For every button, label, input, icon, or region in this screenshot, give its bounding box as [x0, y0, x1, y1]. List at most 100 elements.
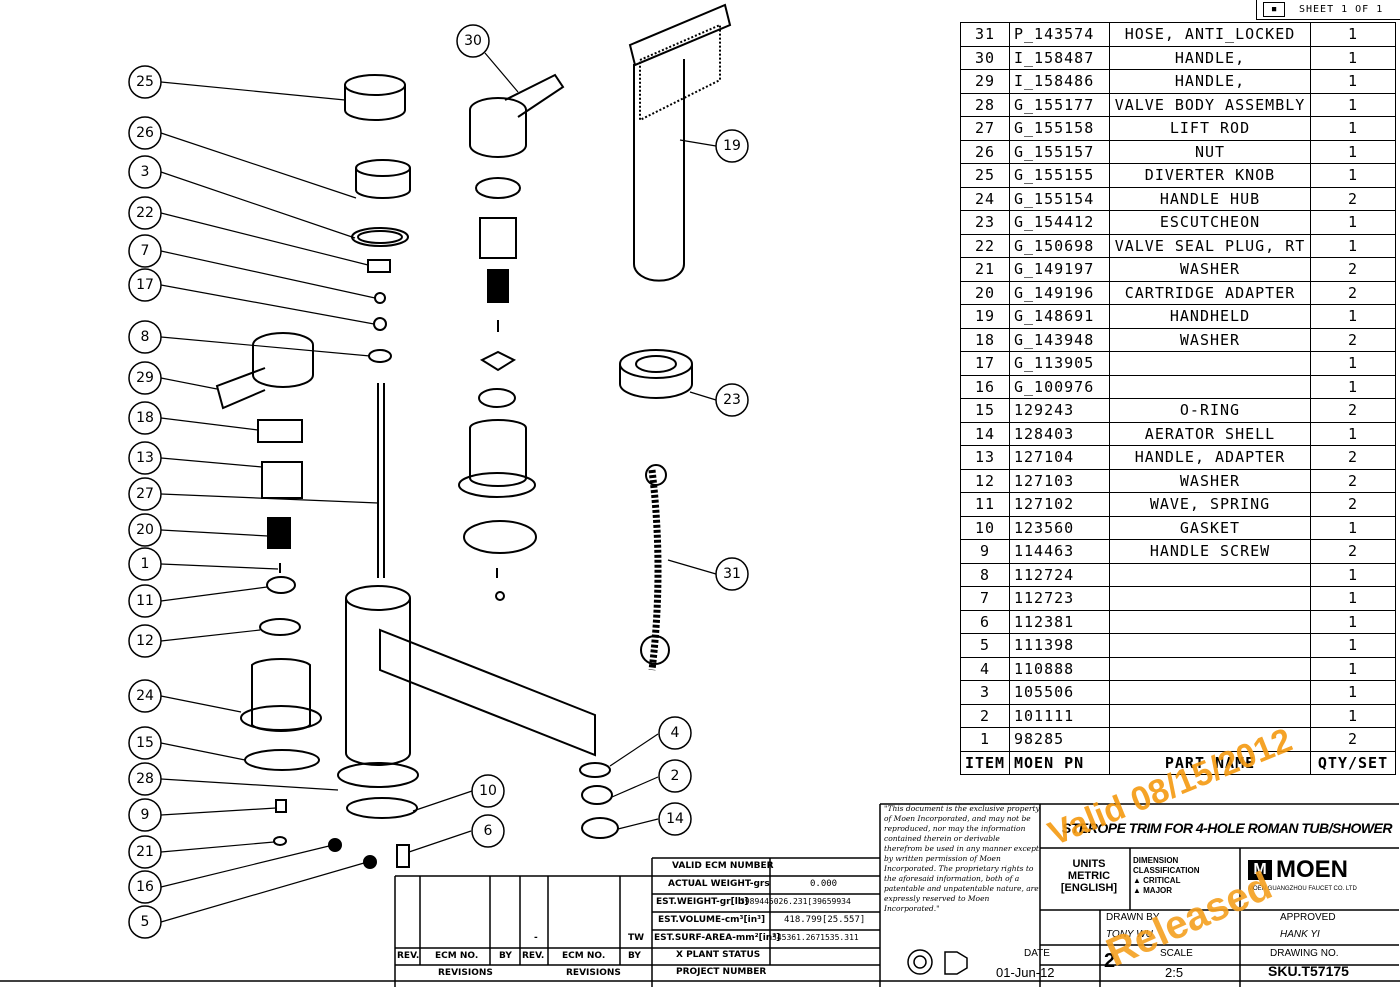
part-name-cell: [1109, 703, 1311, 728]
part-name-cell: WAVE, SPRING: [1109, 492, 1311, 517]
header-qty: QTY/SET: [1310, 750, 1396, 775]
item-cell: 7: [960, 586, 1010, 611]
balloon-12: 12: [128, 624, 162, 658]
part-number-cell: G_149197: [1009, 257, 1110, 282]
critical-text: CRITICAL: [1143, 876, 1181, 885]
balloon-25: 25: [128, 65, 162, 99]
part-number-cell: 127104: [1009, 445, 1110, 470]
item-cell: 12: [960, 468, 1010, 493]
balloon-7: 7: [128, 234, 162, 268]
sheet-label: SHEET 1 OF 1: [1299, 4, 1384, 15]
balloon-26: 26: [128, 116, 162, 150]
balloon-29: 29: [128, 361, 162, 395]
qty-cell: 2: [1310, 468, 1396, 493]
balloon-label: 1: [141, 556, 150, 572]
balloon-label: 26: [136, 125, 154, 141]
part-name-cell: [1109, 609, 1311, 634]
actual-weight-value: 0.000: [810, 879, 838, 889]
balloon-17: 17: [128, 268, 162, 302]
part-name-cell: HANDLE, ADAPTER: [1109, 445, 1311, 470]
balloon-10: 10: [471, 774, 505, 808]
est-volume-value: 418.799[25.557]: [784, 915, 866, 925]
part-name-cell: HANDHELD: [1109, 304, 1311, 329]
dash-label: -: [534, 933, 538, 943]
item-cell: 3: [960, 680, 1010, 705]
balloon-22: 22: [128, 196, 162, 230]
revisions-label-1: REVISIONS: [438, 968, 493, 978]
approved-value: HANK YI: [1280, 929, 1320, 940]
balloon-16: 16: [128, 870, 162, 904]
part-name-cell: WASHER: [1109, 257, 1311, 282]
qty-cell: 1: [1310, 139, 1396, 164]
part-number-cell: 101111: [1009, 703, 1110, 728]
part-name-cell: O-RING: [1109, 398, 1311, 423]
part-name-cell: HANDLE HUB: [1109, 186, 1311, 211]
part-name-cell: HOSE, ANTI_LOCKED: [1109, 22, 1311, 47]
balloon-4: 4: [658, 716, 692, 750]
balloon-label: 9: [141, 807, 150, 823]
part-name-cell: DIVERTER KNOB: [1109, 163, 1311, 188]
qty-cell: 2: [1310, 257, 1396, 282]
legal-notice: "This document is the exclusive property…: [884, 804, 1040, 913]
part-number-cell: 128403: [1009, 421, 1110, 446]
date-value: 01-Jun-12: [996, 965, 1055, 980]
drawn-by-value: TONY WU: [1106, 929, 1153, 940]
balloon-label: 14: [666, 811, 684, 827]
item-cell: 20: [960, 280, 1010, 305]
moen-logo-icon: M: [1248, 860, 1272, 880]
item-cell: 17: [960, 351, 1010, 376]
balloon-label: 25: [136, 74, 154, 90]
dimension-classification: DIMENSION CLASSIFICATION ▲ CRITICAL ▲ MA…: [1133, 856, 1233, 896]
ecm-no-label-1: ECM NO.: [435, 951, 479, 961]
qty-cell: 1: [1310, 233, 1396, 258]
part-name-cell: HANDLE,: [1109, 45, 1311, 70]
qty-cell: 1: [1310, 421, 1396, 446]
qty-cell: 2: [1310, 727, 1396, 752]
item-cell: 2: [960, 703, 1010, 728]
parts-geometry: [215, 3, 732, 869]
part-name-cell: AERATOR SHELL: [1109, 421, 1311, 446]
part-number-cell: 127102: [1009, 492, 1110, 517]
major-label: ▲ MAJOR: [1133, 886, 1173, 895]
balloon-label: 15: [136, 735, 154, 751]
part-number-cell: G_154412: [1009, 210, 1110, 235]
qty-cell: 1: [1310, 92, 1396, 117]
sheet-size: 2: [1104, 950, 1116, 972]
item-cell: 11: [960, 492, 1010, 517]
item-cell: 8: [960, 562, 1010, 587]
part-name-cell: [1109, 633, 1311, 658]
balloon-13: 13: [128, 441, 162, 475]
part-name-cell: [1109, 680, 1311, 705]
item-cell: 18: [960, 327, 1010, 352]
part-number-cell: 123560: [1009, 515, 1110, 540]
drawing-no-label: DRAWING NO.: [1270, 948, 1339, 959]
est-weight-label: EST.WEIGHT-gr[lb]: [656, 897, 749, 907]
item-cell: 29: [960, 69, 1010, 94]
date-label: DATE: [1024, 948, 1050, 959]
scale-label: SCALE: [1160, 948, 1193, 959]
item-cell: 10: [960, 515, 1010, 540]
actual-weight-label: ACTUAL WEIGHT-grs: [668, 879, 770, 889]
rev-label-1: REV.: [397, 951, 420, 961]
part-name-cell: VALVE SEAL PLUG, RT: [1109, 233, 1311, 258]
balloon-31: 31: [715, 557, 749, 591]
balloon-2: 2: [658, 759, 692, 793]
qty-cell: 2: [1310, 492, 1396, 517]
balloon-19: 19: [715, 129, 749, 163]
part-name-cell: [1109, 586, 1311, 611]
part-number-cell: G_113905: [1009, 351, 1110, 376]
balloon-18: 18: [128, 401, 162, 435]
